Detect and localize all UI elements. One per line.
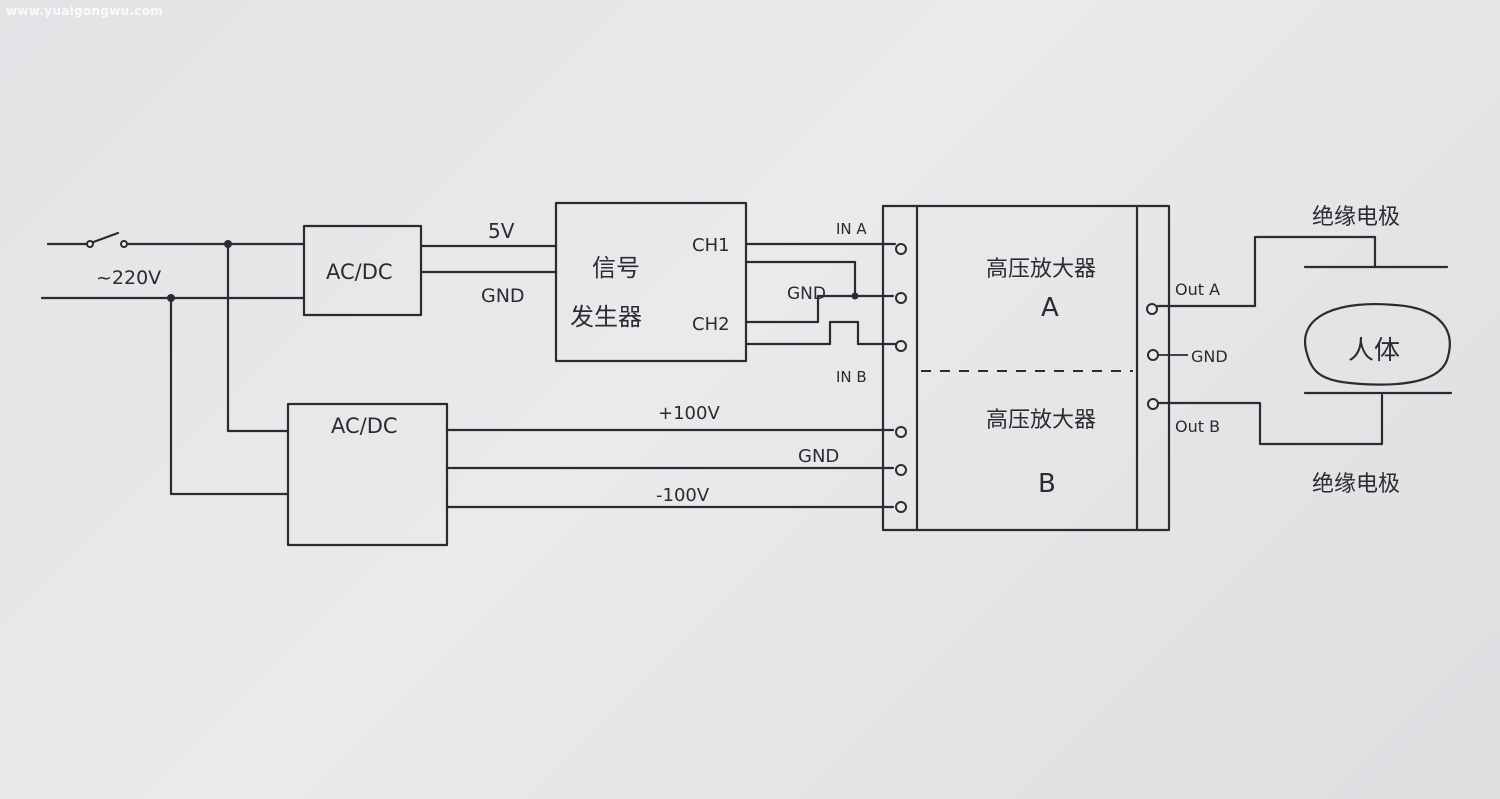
junction-dot <box>851 292 859 300</box>
signal-generator-line1: 信号 <box>592 254 640 282</box>
out-gnd-label: GND <box>1191 347 1228 366</box>
amp-b-title: 高压放大器 <box>986 408 1096 433</box>
amp-a-title: 高压放大器 <box>986 257 1096 282</box>
terminal-in-gnd <box>895 292 907 304</box>
human-body-label: 人体 <box>1348 336 1400 366</box>
human-body-outline <box>1303 303 1451 386</box>
out-a-label: Out A <box>1175 280 1220 299</box>
acdc-top-label: AC/DC <box>326 260 393 284</box>
sig-gnd-label: GND <box>787 284 826 304</box>
signal-generator-line2: 发生器 <box>570 303 642 331</box>
terminal-out-b <box>1147 398 1159 410</box>
signal-generator-box <box>554 201 748 363</box>
acdc-bottom-box <box>286 402 449 547</box>
terminal-in-a <box>895 243 907 255</box>
amp-b-letter: B <box>1038 469 1056 499</box>
rail-gnd-label: GND <box>481 285 525 307</box>
supply-neg-label: -100V <box>656 485 710 506</box>
in-a-label: IN A <box>836 220 867 238</box>
terminal-neg-100v <box>895 501 907 513</box>
in-b-label: IN B <box>836 368 867 386</box>
ch2-label: CH2 <box>692 314 730 335</box>
amplifier-block <box>881 204 1171 532</box>
terminal-pos-100v <box>895 426 907 438</box>
acdc-bottom-label: AC/DC <box>331 414 398 438</box>
electrode-bottom-label: 绝缘电极 <box>1312 472 1400 497</box>
supply-pos-label: +100V <box>658 403 720 424</box>
terminal-out-gnd <box>1147 349 1159 361</box>
mains-label: ~220V <box>96 267 161 289</box>
supply-gnd-label: GND <box>798 446 839 467</box>
acdc-top-box <box>302 224 423 317</box>
out-b-label: Out B <box>1175 417 1220 436</box>
electrode-top-label: 绝缘电极 <box>1312 205 1400 230</box>
rail-5v-label: 5V <box>488 219 515 243</box>
amp-a-letter: A <box>1041 293 1059 323</box>
terminal-supply-gnd <box>895 464 907 476</box>
terminal-out-a <box>1146 303 1158 315</box>
ch1-label: CH1 <box>692 235 730 256</box>
watermark: www.yuaigongwu.com <box>6 4 164 18</box>
terminal-in-b <box>895 340 907 352</box>
mains-input <box>40 231 306 496</box>
